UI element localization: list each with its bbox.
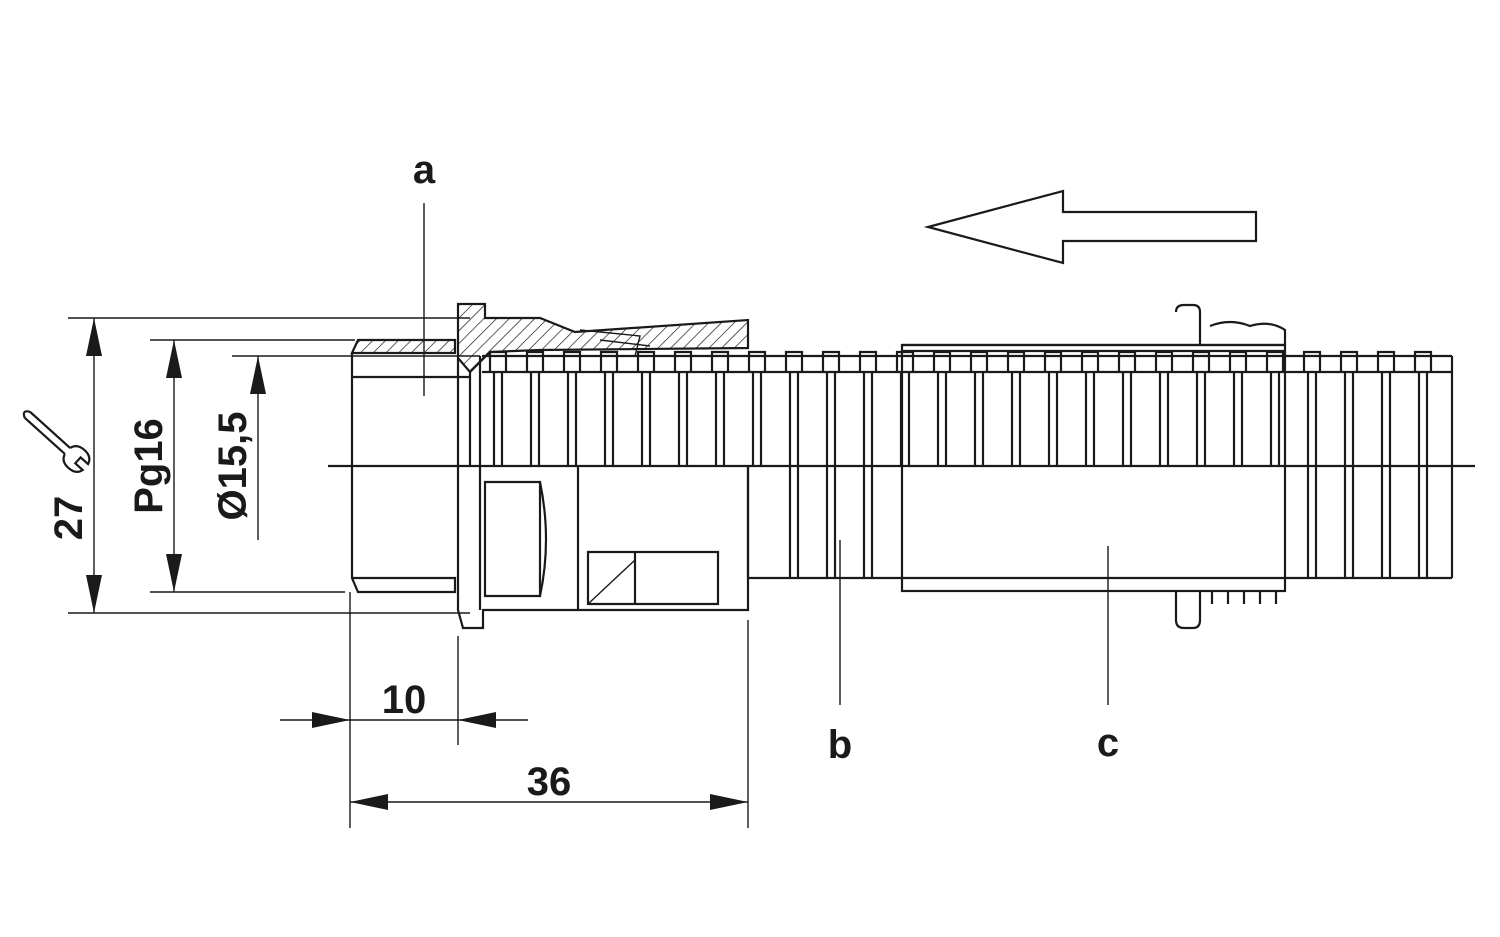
- callout-b-label: b: [828, 723, 852, 767]
- dimension-36-label: 36: [527, 760, 572, 804]
- conduit-ribs-mid: [492, 372, 1429, 466]
- conduit-crest: [636, 350, 656, 372]
- dimension-27-label: 27: [47, 496, 91, 541]
- dimension-36: 36: [350, 620, 749, 828]
- dimension-27: 27: [47, 317, 470, 614]
- callout-c: c: [1097, 546, 1119, 765]
- dimension-pg16: Pg16: [127, 339, 355, 593]
- dimension-10: 10: [280, 592, 528, 828]
- conduit-rib-lower: [1343, 466, 1355, 578]
- arrow-left-icon: [923, 189, 1258, 265]
- callout-c-label: c: [1097, 721, 1119, 765]
- conduit-crest: [488, 350, 508, 372]
- conduit-corrugation: [482, 350, 1454, 580]
- dimension-pg16-label: Pg16: [127, 418, 171, 514]
- dimension-inner-diameter-label: Ø15,5: [211, 412, 255, 521]
- sleeve-c: [900, 303, 1287, 630]
- conduit-rib-lower: [1417, 466, 1429, 578]
- fitting-body-section: [350, 302, 750, 466]
- conduit-crest: [1339, 350, 1359, 372]
- conduit-ribs-bottom: [788, 466, 1429, 578]
- callout-b: b: [828, 540, 852, 767]
- conduit-crest: [1413, 350, 1433, 372]
- conduit-crest: [1302, 350, 1322, 372]
- dimension-10-label: 10: [382, 678, 427, 722]
- conduit-rib-lower: [825, 466, 837, 578]
- conduit-crest: [784, 350, 804, 372]
- conduit-crest: [673, 350, 693, 372]
- callout-a: a: [413, 148, 436, 396]
- wrench-icon: [22, 410, 91, 473]
- conduit-crest: [525, 350, 545, 372]
- dimension-inner-diameter: Ø15,5: [211, 355, 480, 540]
- conduit-crest: [710, 350, 730, 372]
- conduit-crest: [562, 350, 582, 372]
- conduit-rib-lower: [1306, 466, 1318, 578]
- conduit-crest: [1376, 350, 1396, 372]
- conduit-crest: [858, 350, 878, 372]
- conduit-rib-lower: [788, 466, 800, 578]
- conduit-crest: [821, 350, 841, 372]
- callout-a-label: a: [413, 148, 436, 192]
- fitting-body-outline: [350, 466, 750, 630]
- conduit-crest: [747, 350, 767, 372]
- conduit-crest: [599, 350, 619, 372]
- conduit-rib-lower: [1380, 466, 1392, 578]
- conduit-rib-lower: [862, 466, 874, 578]
